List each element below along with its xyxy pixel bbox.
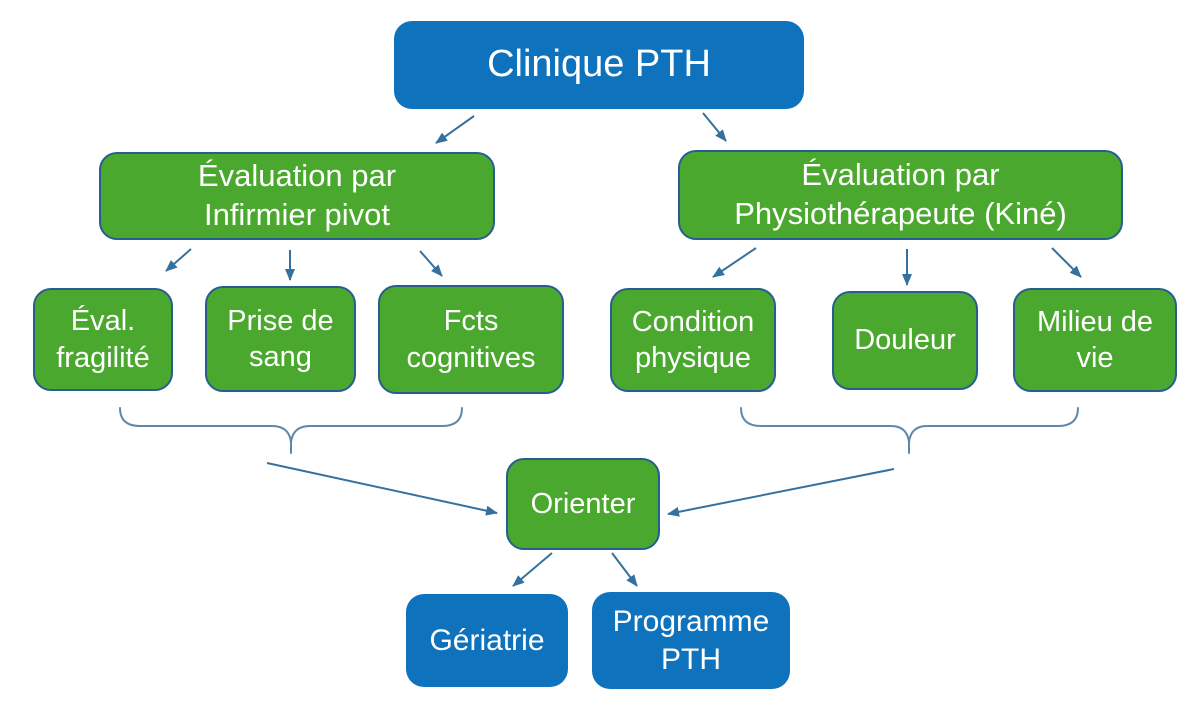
right-group-brace: [740, 407, 1079, 454]
node-orienter-label: Orienter: [530, 487, 636, 520]
node-condition-physique: Condition physique: [610, 288, 776, 392]
arrow-clinique-to-physio: [702, 112, 727, 142]
node-programme-pth-label: Programme PTH: [612, 605, 770, 676]
node-orienter: Orienter: [506, 458, 660, 550]
node-prise-de-sang-label: Prise de sang: [227, 304, 334, 373]
node-eval-infirmier-label: Évaluation par Infirmier pivot: [197, 158, 397, 232]
arrow-left-brace-to-orienter: [266, 462, 498, 516]
arrow-infirmier-to-fragilite: [165, 248, 192, 272]
node-eval-fragilite: Éval. fragilité: [33, 288, 173, 391]
node-fcts-cognitives-label: Fcts cognitives: [406, 305, 536, 374]
node-clinique-pth-label: Clinique PTH: [487, 43, 711, 86]
node-douleur: Douleur: [832, 291, 978, 390]
node-geriatrie-label: Gériatrie: [429, 623, 545, 657]
arrow-orienter-to-geriatrie: [512, 552, 553, 587]
node-clinique-pth: Clinique PTH: [394, 21, 804, 109]
node-fcts-cognitives: Fcts cognitives: [378, 285, 564, 394]
arrow-orienter-to-programme: [611, 552, 638, 587]
node-condition-physique-label: Condition physique: [631, 305, 755, 374]
node-douleur-label: Douleur: [854, 324, 956, 357]
node-programme-pth: Programme PTH: [592, 592, 790, 689]
node-geriatrie: Gériatrie: [406, 594, 568, 687]
arrow-infirmier-to-fcts: [419, 250, 443, 277]
arrow-right-brace-to-orienter: [667, 468, 895, 517]
node-eval-infirmier: Évaluation par Infirmier pivot: [99, 152, 495, 240]
node-eval-physio: Évaluation par Physiothérapeute (Kiné): [678, 150, 1123, 240]
node-eval-fragilite-label: Éval. fragilité: [56, 305, 150, 374]
arrow-clinique-to-infirmier: [435, 115, 475, 144]
left-group-brace: [119, 407, 463, 454]
arrow-physio-to-milieu: [1051, 247, 1082, 278]
node-milieu-de-vie-label: Milieu de vie: [1036, 305, 1154, 374]
node-eval-physio-label: Évaluation par Physiothérapeute (Kiné): [734, 157, 1067, 231]
arrow-physio-to-condition: [712, 247, 757, 278]
node-milieu-de-vie: Milieu de vie: [1013, 288, 1177, 392]
node-prise-de-sang: Prise de sang: [205, 286, 356, 392]
